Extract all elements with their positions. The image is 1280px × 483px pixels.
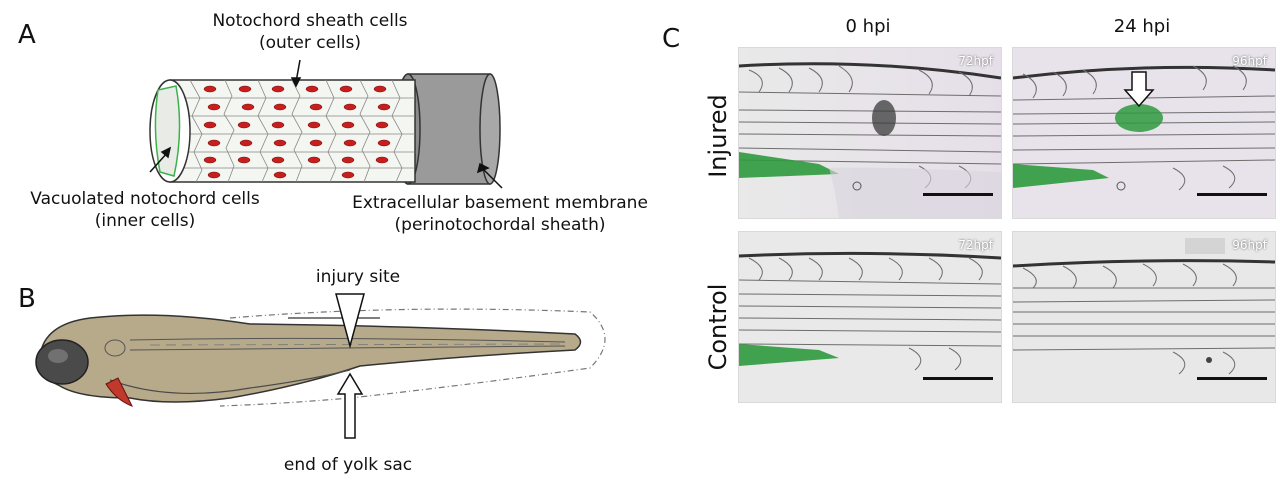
yolk-sac-label: end of yolk sac <box>283 455 413 475</box>
panel-c-letter: C <box>662 24 681 54</box>
micrograph-control-24hpi: 96hpf <box>1012 231 1276 403</box>
sheath-cells-label: Notochord sheath cells (outer cells) <box>200 10 420 54</box>
zebrafish-larva-diagram <box>35 293 606 439</box>
vacuolated-cells-label-line2: (inner cells) <box>94 211 196 231</box>
row-header-injured: Injured <box>704 94 732 178</box>
sheath-cell-tube <box>149 79 416 183</box>
yolk-end-arrow <box>336 372 364 439</box>
timestamp-72hpf: 72hpf <box>958 54 993 68</box>
injury-site-label: injury site <box>315 267 401 287</box>
fin-fold-outline <box>219 308 606 407</box>
column-header-24hpi: 24 hpi <box>1113 16 1171 37</box>
timestamp-96hpf: 96hpf <box>1232 54 1267 68</box>
membrane-label-line1: Extracellular basement membrane <box>352 193 648 213</box>
vacuolated-cells-label: Vacuolated notochord cells (inner cells) <box>20 188 270 232</box>
column-header-0hpi: 0 hpi <box>845 16 891 37</box>
panel-a-letter: A <box>18 20 36 50</box>
sheath-cells-label-line2: (outer cells) <box>258 33 362 53</box>
timestamp-96hpf-control: 96hpf <box>1232 238 1267 252</box>
larva-body <box>39 314 582 403</box>
scale-bar <box>1197 377 1267 380</box>
sheath-cells-label-line1: Notochord sheath cells <box>212 11 408 31</box>
panel-b-letter: B <box>18 284 36 314</box>
timestamp-72hpf-control: 72hpf <box>958 238 993 252</box>
scale-bar <box>1197 193 1267 196</box>
notochord-diagram <box>149 60 503 189</box>
scale-bar <box>923 377 993 380</box>
heart-icon <box>105 377 134 407</box>
micrograph-injured-24hpi: 96hpf <box>1012 47 1276 219</box>
vacuolated-cells-label-line1: Vacuolated notochord cells <box>30 189 260 209</box>
membrane-label: Extracellular basement membrane (perinot… <box>345 192 655 236</box>
micrograph-injured-0hpi: 72hpf <box>738 47 1002 219</box>
membrane-label-line2: (perinotochordal sheath) <box>394 215 606 235</box>
micrograph-control-0hpi: 72hpf <box>738 231 1002 403</box>
row-header-control: Control <box>704 283 732 371</box>
scale-bar <box>923 193 993 196</box>
injury-site-arrow <box>335 293 365 349</box>
